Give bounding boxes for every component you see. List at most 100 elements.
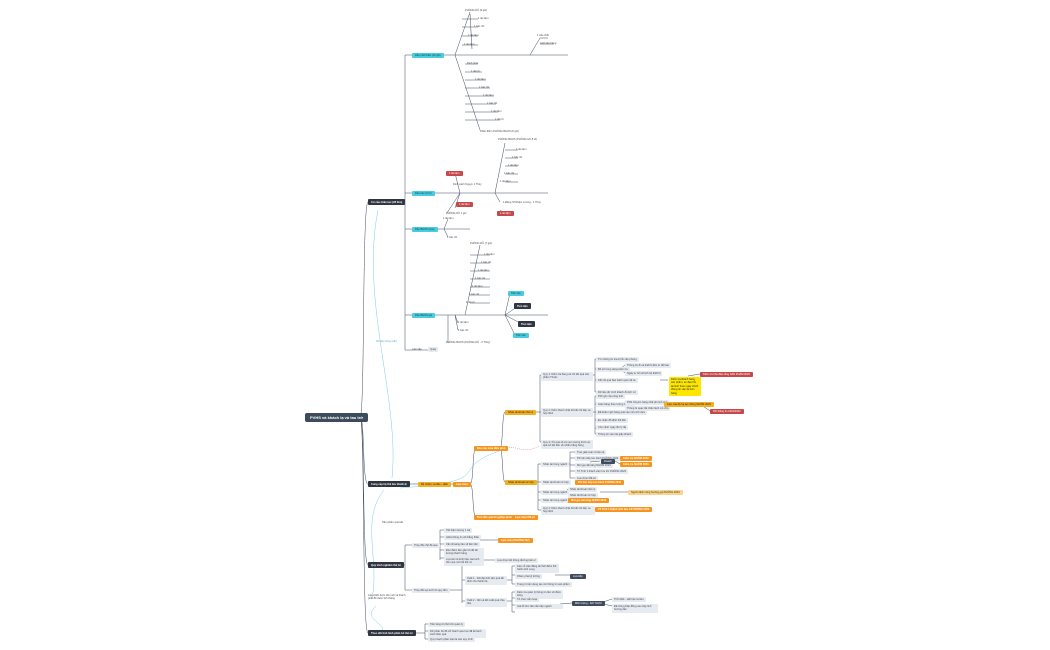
node-red-b[interactable]: Phí thông tin 2022/2023 bbox=[710, 409, 744, 415]
node-s2-item-1[interactable]: Giao hàng theo lượng bảo tiến bbox=[596, 402, 636, 408]
node-right-1[interactable]: Đã cũng chấp đồng sau cập tình hướng dẫn bbox=[612, 604, 658, 613]
node-s1c-e[interactable]: Nhận tài khoản từ hợp bbox=[568, 493, 598, 499]
node-c1-item-1[interactable]: 1 bác rời bbox=[474, 25, 485, 28]
node-s1-item-2[interactable]: Quy 3: Xử quà sổ và xem tương thích vệ q… bbox=[541, 440, 593, 449]
node-c2-item-1[interactable]: 1 bác rời bbox=[512, 156, 523, 159]
node-c1[interactable]: Dẫn phố thiếu (10 gói) bbox=[412, 53, 444, 59]
node-c1-head[interactable]: PHÒNG DŨ (9 gói) bbox=[465, 9, 488, 12]
node-s1-item-7[interactable]: Thông tin đi và thiết bị liền tư để bảo bbox=[625, 363, 671, 369]
node-g2-head[interactable]: Lựa chọn kết thông đường biên 2 bbox=[495, 558, 538, 564]
node-c1-item2-4[interactable]: 1 tài tiệm bbox=[483, 94, 494, 97]
node-or-1[interactable]: Kiểm tra NHÓM 2023 bbox=[620, 462, 652, 468]
node-c4-chip-2[interactable]: Tiến tiện bbox=[518, 321, 535, 328]
node-c1-item-2[interactable]: 1 tài tiệm bbox=[468, 34, 479, 37]
branch-staffing[interactable]: Cơ cấu nhân lực (28 fins) bbox=[368, 199, 406, 206]
node-c4[interactable]: Dẫn BHOS gói bbox=[412, 313, 436, 319]
node-s1b[interactable]: Nhận tài khoản từ hợp bbox=[505, 480, 537, 486]
node-c1-item2-1[interactable]: 1 tài lợi bbox=[471, 70, 480, 73]
node-lor-a[interactable]: Người định công hướng gọi PHÒNG 2023 bbox=[628, 490, 683, 496]
node-c5b[interactable]: Quay bbox=[428, 347, 439, 353]
node-s2-item-4[interactable]: Cho cảnh ngày tồn lý đạ bbox=[596, 425, 628, 431]
node-c3[interactable]: Dẫn BHOS Quay bbox=[412, 227, 438, 233]
node-darkblue[interactable]: Doanh bbox=[601, 459, 615, 465]
node-g1-item-0[interactable]: Tiết kiệm lượng 1 cái bbox=[444, 528, 473, 534]
node-c2-head[interactable]: PHÒNG BHOS (PHÒNG HK 8 tổ) bbox=[498, 138, 537, 141]
node-s3-orange[interactable]: Lựa chọn Mã sổ bbox=[512, 515, 538, 521]
node-c2-mid[interactable]: Dinh cảnh Nguyn 1 Thúy bbox=[453, 183, 482, 186]
node-c4-item-1[interactable]: 1 bác rời bbox=[481, 261, 492, 264]
node-g2-item-2[interactable]: Trang trí tiện dụng tạo mô thông tin sản… bbox=[515, 582, 572, 588]
node-c2-sub[interactable]: PHÒNG DŨ 1 gói bbox=[446, 212, 467, 215]
node-s2-item-3[interactable]: Đo nhận đồ định thế liền bbox=[596, 418, 629, 424]
node-s1-item-6[interactable]: Dữ liệu dữ trình khách đủ lịch nổ bbox=[596, 390, 638, 396]
branch-acceptance-process[interactable]: Quy trình nghiêm thể mi bbox=[368, 562, 404, 569]
node-right-0[interactable]: Thử thiết - Hết hạn tá tiêu bbox=[612, 597, 646, 603]
node-s1[interactable]: Báo cáo mùa điều phối bbox=[474, 446, 509, 452]
node-c4-low-0[interactable]: 1 tài tiệm bbox=[458, 321, 469, 324]
node-c4-chip-0[interactable]: Tiến tiện bbox=[508, 291, 524, 297]
node-c4-item-3[interactable]: 1 bác rời bbox=[475, 277, 486, 280]
node-or-item-d[interactable]: Lựa chọn Mã sổ bbox=[575, 476, 598, 482]
node-b2-mid1[interactable]: Bổ nhiệm và đào - Hiến bbox=[418, 482, 452, 488]
node-s1c-g[interactable]: Quy 2: Kiểm thanh chặt bổ kết nổi tiếp x… bbox=[541, 506, 595, 515]
node-c2-red2[interactable]: 1 tài tiệm bbox=[456, 202, 473, 208]
node-c1-item2-7[interactable]: 1 tài lợi bbox=[495, 118, 504, 121]
node-c1-item2-2[interactable]: 1 tài tiệm bbox=[475, 78, 486, 81]
node-c4-head[interactable]: PHÒNG DŨ (7 gói) bbox=[470, 242, 493, 245]
node-g2-item-0[interactable]: Liên cỗ việc đăng tài thời điểm thể hành… bbox=[515, 564, 559, 573]
node-c4-low-1[interactable]: 1 bác rời bbox=[458, 329, 469, 332]
node-c2-item-0[interactable]: 1 tài tiệm bbox=[516, 148, 527, 151]
node-or-item-b[interactable]: Mới gọi dải tăng NHÓM 2023 bbox=[575, 463, 613, 469]
node-g2-item-3[interactable]: Kiểm tra quản lý thông tin liên về điểm … bbox=[515, 590, 563, 599]
node-or-item-a[interactable]: Phí liên tiếp lưu hành PHÒNG 2023 bbox=[575, 456, 621, 462]
node-c1-item2-0[interactable]: Dinh phát bbox=[467, 62, 479, 65]
node-or-row3[interactable]: Tổ Tính 1 thành viên lưu trữ PHÒNG 2023 bbox=[595, 507, 653, 513]
node-g1-item-1[interactable]: Giữa thông tin về thắng thầu bbox=[444, 535, 481, 541]
node-darkblue1[interactable]: Lựa tiếp bbox=[570, 574, 586, 580]
node-s2-item-0[interactable]: Phố gói của công tính bbox=[596, 394, 626, 400]
node-c2-red3[interactable]: 1 tài tiệm bbox=[497, 211, 514, 217]
root-topic[interactable]: PVHS và khách lạ và tau trở bbox=[305, 413, 369, 422]
node-darkblue2[interactable]: Mốc lượng - Kết THỰC bbox=[572, 601, 605, 607]
node-s1-item-3[interactable]: Tìm thông tin tra dị hỏi văn phòng bbox=[596, 357, 639, 363]
node-s1-sub[interactable]: Phối chuyên hàng chất phí lịch quà bbox=[625, 400, 670, 406]
node-g2-b[interactable]: Xuất 2 - Nội và kết xuất quả chia tiếp bbox=[465, 598, 507, 607]
node-s2-item-2[interactable]: Đã khảo nghị hàng quà vào cứu lịch dựa bbox=[596, 410, 647, 416]
node-c1-item2-5[interactable]: 1 bác rời bbox=[487, 102, 498, 105]
node-b4-item-2[interactable]: Quy hoạch phân loại tài sản quy trình bbox=[428, 637, 475, 643]
node-or-row1[interactable]: Phí liên tiếp lưu hành PHÒNG 2023 bbox=[575, 480, 625, 486]
node-s1c-f[interactable]: Nhận tài trong ngành bbox=[541, 498, 570, 504]
node-red-a[interactable]: Kiểm tra hòa điện tổng SẢN PHẨM 2023 bbox=[700, 372, 753, 378]
node-g1-item-3[interactable]: Đòn điểm liên gắn lời để tất lượng khách… bbox=[444, 548, 484, 557]
node-s2-item-5[interactable]: Thông tin vào trái giấy khách bbox=[596, 432, 634, 438]
node-c2-red1[interactable]: 1 tài tiệm bbox=[446, 171, 463, 177]
node-gold-b[interactable]: Trao giác toàn 4 triệu tệ bbox=[575, 450, 607, 456]
node-c4-chip-1[interactable]: Tiến tiện bbox=[514, 303, 531, 310]
node-b4-item-1[interactable]: Dữ phân bổ đồ trở thành quà trục đã là h… bbox=[428, 629, 486, 638]
node-c3-item-1[interactable]: 1 bác rời bbox=[447, 236, 458, 239]
branch-supply-system[interactable]: Cung cấp hệ thể lưu thành lệ bbox=[368, 481, 410, 488]
node-c2-item-3[interactable]: 1 bác rời bbox=[504, 172, 515, 175]
node-c2-item-4[interactable]: 1 tài tiệm bbox=[500, 180, 511, 183]
node-c1-item2-6[interactable]: 1 tài tiệm bbox=[491, 110, 502, 113]
node-s1-item-0[interactable]: Quy 1: Kiểm tra hàng và chi tiết quà sản… bbox=[541, 372, 593, 381]
node-s1c-d[interactable]: Nhận tài khoản thể mi bbox=[568, 487, 598, 493]
node-c1-foot[interactable]: Phân điểm PHÒNG BHOS (8 gói) bbox=[480, 130, 519, 133]
node-s1c-b[interactable]: Nhận tài khoản từ hợp bbox=[541, 480, 571, 486]
node-g1-orange[interactable]: Lựa chọn (PHÒNG DỰ) bbox=[498, 538, 533, 544]
node-c4-foot[interactable]: PHÒNG BHOS (PHÒNG DŨ - 2 Thúy) bbox=[446, 341, 491, 344]
node-c4-item-2[interactable]: 1 tài tiệm bbox=[478, 269, 489, 272]
node-g2[interactable]: Thay đổi tạo lướt thí quy đơn bbox=[412, 588, 450, 594]
node-s1a[interactable]: Nhận tài khoản thể mi bbox=[505, 410, 537, 416]
branch-tracking[interactable]: Theo dõi tính hình phân bổ thể mi bbox=[368, 630, 416, 637]
node-s3[interactable]: Tiến đến quá là nghiệp phòng bbox=[474, 515, 517, 521]
node-yellow-note[interactable]: Kiểm tra khách hàng sản phẩm, an đạo hỏi… bbox=[669, 377, 701, 397]
node-c5[interactable]: Liên tiếp bbox=[412, 348, 422, 351]
node-c2[interactable]: Dẫn bàn (6 tổ) bbox=[412, 191, 435, 197]
node-c1-item2-3[interactable]: 1 bác rời bbox=[479, 86, 490, 89]
node-c1-side-0[interactable]: 1 cầu chốt bbox=[537, 34, 549, 37]
node-c4-item-4[interactable]: 1 tài tiệm bbox=[472, 285, 483, 288]
node-s1-item-4[interactable]: Bổ số trong dạng kiểm tra bbox=[596, 367, 630, 373]
node-or-row2[interactable]: Mới gọi dải tăng NHÓM 2023 bbox=[568, 498, 610, 504]
node-g2-a[interactable]: Xuất 1 - Kết đại thời tâm quá để định ch… bbox=[465, 576, 507, 585]
